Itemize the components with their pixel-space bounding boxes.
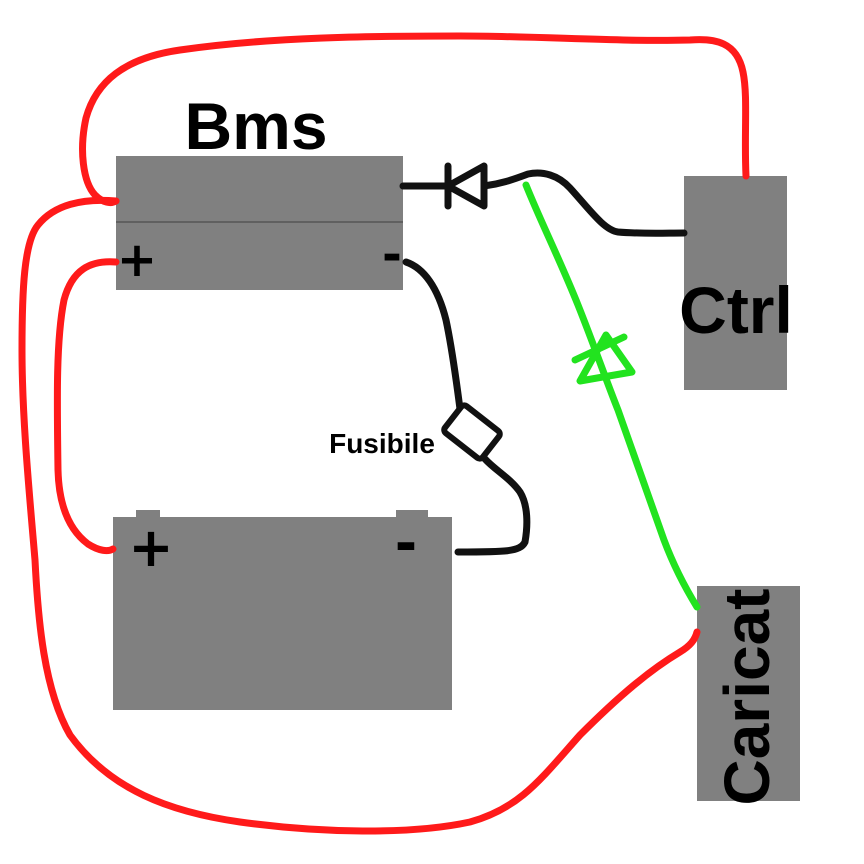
green-diode-icon [571,331,636,385]
bms-plus-to-battery-plus-wire [53,258,120,555]
bms-to-caricat-outer-wire [18,196,701,835]
battery-terminal-positive [136,510,160,519]
bms-to-ctrl-wire [399,169,688,237]
fuse: Fusibile [329,402,503,462]
battery-plus-sign: + [128,516,173,579]
caricat-box [697,586,800,801]
negative-wires [399,169,688,556]
bms-plus-sign: + [117,232,157,288]
battery-terminal-negative [396,510,428,519]
fuse-label: Fusibile [329,428,435,459]
battery-component: + - [113,510,452,710]
fuse-to-battery-minus-wire [454,455,531,556]
green-diode-triangle [576,331,636,385]
bms-component: Bms + - [116,89,403,290]
green-diode-bar [571,333,628,364]
diode-triangle [444,162,488,210]
caricat-label: Caricat [711,589,783,806]
ctrl-box [684,176,787,390]
ctrl-to-bms-top-wire [79,32,750,207]
bms-minus-to-fuse-wire [402,258,464,413]
positive-wires [18,32,750,835]
ctrl-label: Ctrl [679,273,793,347]
charge-wire [522,181,701,611]
caricat-component: Caricat [697,586,800,806]
bms-box [116,156,403,290]
charge-wire-group [522,181,701,611]
diode-icon [444,162,488,210]
fuse-body [441,402,503,462]
battery-minus-sign: - [395,512,417,575]
battery-box [113,517,452,710]
bms-minus-sign: - [382,227,402,283]
bms-label: Bms [184,89,327,163]
ctrl-component: Ctrl [679,176,793,390]
